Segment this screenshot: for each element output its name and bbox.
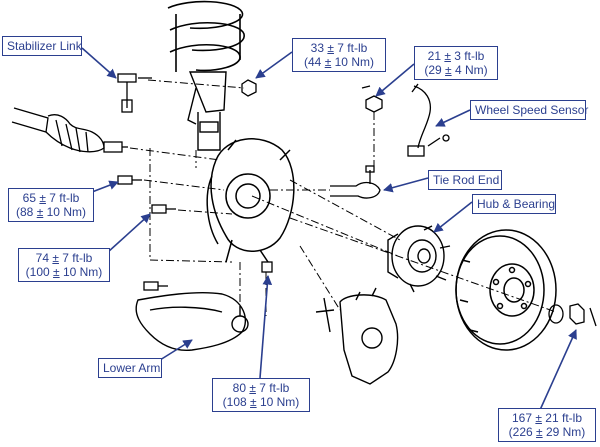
wheel-speed-sensor-part <box>407 83 450 157</box>
torque-callout-21: 21 ± 3 ft-lb (29 ± 4 Nm) <box>414 46 498 80</box>
stabilizer-link-label: Stabilizer Link <box>7 39 82 53</box>
steering-knuckle <box>206 138 295 263</box>
callout-tie-rod-end: Tie Rod End <box>428 170 502 190</box>
torque-nm-line: (108 ± 10 Nm) <box>222 395 300 409</box>
drive-axle <box>11 107 128 153</box>
torque-ftlb-line: 74 ± 7 ft-lb <box>35 251 93 265</box>
brake-rotor <box>455 229 557 351</box>
callout-lower-arm: Lower Arm <box>98 358 162 378</box>
lower-arm-label: Lower Arm <box>103 361 161 375</box>
torque-nm-line: (88 ± 10 Nm) <box>16 205 86 219</box>
torque-ftlb-line: 167 ± 21 ft-lb <box>512 411 582 425</box>
torque-callout-167: 167 ± 21 ft-lb (226 ± 29 Nm) <box>498 408 596 442</box>
torque-nm-line: (100 ± 10 Nm) <box>25 265 103 279</box>
callout-leaders <box>81 47 577 411</box>
wheel-speed-sensor-label: Wheel Speed Sensor <box>475 103 589 117</box>
torque-callout-80: 80 ± 7 ft-lb (108 ± 10 Nm) <box>212 378 310 412</box>
torque-ftlb-line: 65 ± 7 ft-lb <box>22 191 80 205</box>
stabilizer-link-part <box>117 73 152 113</box>
brake-caliper <box>315 287 399 385</box>
tie-rod-end-part <box>330 165 381 199</box>
strut-assembly <box>187 71 227 151</box>
sensor-nut <box>361 85 383 113</box>
callout-hub-bearing: Hub & Bearing <box>472 194 556 214</box>
torque-callout-33: 33 ± 7 ft-lb (44 ± 10 Nm) <box>292 38 386 72</box>
torque-ftlb-line: 21 ± 3 ft-lb <box>427 49 485 63</box>
hub-bearing-part <box>387 225 451 293</box>
hub-bearing-label: Hub & Bearing <box>477 197 556 211</box>
callout-stabilizer-link: Stabilizer Link <box>2 36 82 56</box>
torque-nm-line: (44 ± 10 Nm) <box>304 55 374 69</box>
lower-arm-part <box>135 292 249 351</box>
callout-wheel-speed-sensor: Wheel Speed Sensor <box>470 100 589 120</box>
torque-ftlb-line: 80 ± 7 ft-lb <box>232 381 290 395</box>
torque-nm-line: (226 ± 29 Nm) <box>508 425 586 439</box>
torque-nm-line: (29 ± 4 Nm) <box>424 63 488 77</box>
hub-nut-washer <box>548 303 597 327</box>
coil-spring <box>167 0 245 72</box>
torque-callout-74: 74 ± 7 ft-lb (100 ± 10 Nm) <box>18 248 110 282</box>
torque-callout-65: 65 ± 7 ft-lb (88 ± 10 Nm) <box>8 188 94 222</box>
bolts <box>117 79 273 291</box>
tie-rod-end-label: Tie Rod End <box>433 173 500 187</box>
torque-ftlb-line: 33 ± 7 ft-lb <box>310 41 368 55</box>
